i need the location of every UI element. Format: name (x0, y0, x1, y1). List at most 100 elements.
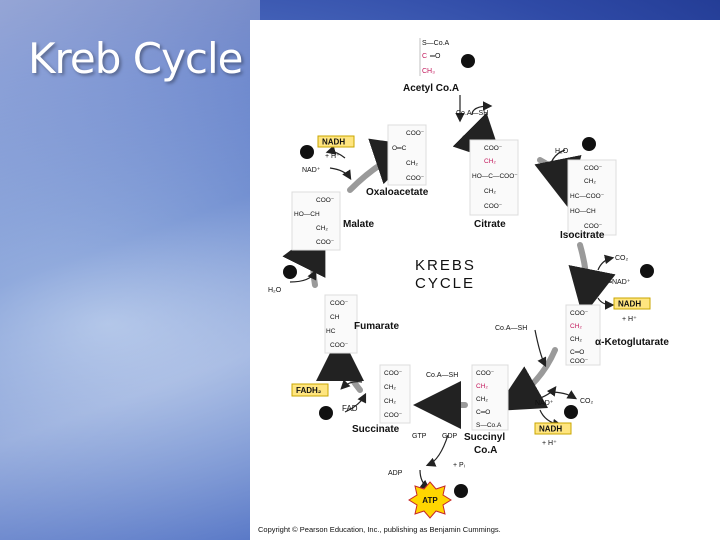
svg-text:COO⁻: COO⁻ (484, 145, 503, 152)
svg-text:CH₂: CH₂ (316, 225, 328, 232)
svg-text:4: 4 (568, 408, 573, 418)
coa-sh-bottom: Co.A—SH (426, 372, 458, 379)
svg-text:CH: CH (330, 314, 340, 321)
nadh-step3-box (613, 297, 651, 310)
succinate-structure: COO⁻ CH₂ CH₂ COO⁻ (379, 364, 411, 424)
fad-in-arrow (344, 392, 367, 413)
svg-text:COO⁻: COO⁻ (570, 310, 589, 317)
cycle-center-line2: CYCLE (415, 275, 475, 292)
svg-text:COO⁻: COO⁻ (330, 300, 349, 307)
h2o-in-arrow-2 (543, 149, 566, 178)
isocitrate-label: Isocitrate (560, 230, 605, 241)
nadh-out-arrow-3 (597, 297, 615, 310)
h-plus-step3: + H⁺ (622, 316, 637, 323)
step-3-badge-right: 3 (640, 264, 654, 278)
svg-text:COO⁻: COO⁻ (484, 203, 503, 210)
oxaloacetate-label: Oxaloacetate (366, 187, 429, 198)
nadh-out-arrow-8 (325, 145, 346, 159)
svg-text:S—Co.A: S—Co.A (422, 40, 450, 47)
svg-text:COO⁻: COO⁻ (406, 175, 425, 182)
svg-text:CH₃: CH₃ (422, 68, 435, 75)
svg-text:CH₂: CH₂ (406, 160, 418, 167)
svg-text:COO⁻: COO⁻ (330, 342, 349, 349)
svg-text:CH₂: CH₂ (384, 384, 396, 391)
malate-structure: COO⁻ HO—CH CH₂ COO⁻ (291, 191, 341, 251)
cycle-arrow-3 (568, 242, 616, 317)
adp-label: ADP (388, 470, 403, 477)
fadh2-out-arrow (340, 379, 363, 390)
gtp-label: GTP (412, 433, 427, 440)
oxaloacetate-structure: COO⁻ O═C CH₂ COO⁻ (387, 124, 427, 186)
svg-text:8: 8 (304, 148, 309, 158)
fadh2-box (291, 383, 329, 397)
fumarate-structure: COO⁻ CH HC COO⁻ (324, 294, 358, 354)
svg-text:3: 3 (644, 267, 649, 277)
svg-text:COO⁻: COO⁻ (584, 223, 603, 230)
svg-text:1: 1 (465, 57, 470, 67)
svg-text:COO⁻: COO⁻ (476, 370, 495, 377)
svg-text:C═O: C═O (570, 349, 584, 356)
step-2-badge: 2 (582, 137, 596, 151)
h-plus-step8: + H⁺ (325, 153, 340, 160)
coa-sh-mid: Co.A—SH (495, 325, 527, 332)
svg-text:S—Co.A: S—Co.A (476, 422, 502, 429)
svg-text:HC: HC (326, 328, 336, 335)
svg-text:CH₂: CH₂ (484, 158, 496, 165)
nad-in-arrow-4 (534, 386, 557, 401)
acetyl-coa-label: Acetyl Co.A (403, 83, 459, 94)
svg-text:COO⁻: COO⁻ (584, 165, 603, 172)
background-sheen (0, 0, 260, 540)
isocitrate-structure: COO⁻ CH₂ HC—COO⁻ HO—CH COO⁻ (567, 159, 617, 236)
cofactor-arrows (289, 95, 615, 490)
h2o-step7: H₂O (268, 287, 282, 294)
copyright-text: Copyright © Pearson Education, Inc., pub… (258, 525, 501, 534)
pi-label: + Pᵢ (453, 462, 465, 469)
step-5-badge: 5 (454, 484, 468, 498)
alpha-ketoglutarate-structure: COO⁻ CH₂ CH₂ C═O COO⁻ (565, 304, 601, 366)
h2o-step2: H₂O (555, 148, 569, 155)
nadh-step3: NADH (618, 300, 641, 309)
citrate-label: Citrate (474, 219, 506, 230)
coa-in-arrow-4 (534, 329, 547, 368)
h-plus-step4: + H⁺ (542, 440, 557, 447)
co2-step3: CO₂ (615, 255, 629, 262)
svg-text:COO⁻: COO⁻ (316, 239, 335, 246)
nad-in-arrow-3 (596, 281, 613, 293)
svg-text:7: 7 (287, 268, 292, 278)
fad-label: FAD (342, 404, 358, 413)
fadh2-label: FADH₂ (296, 386, 322, 395)
coa-sh-top: Co.A—SH (456, 110, 488, 117)
svg-text:COO⁻: COO⁻ (406, 130, 425, 137)
svg-text:O═C: O═C (392, 145, 407, 152)
citrate-structure: COO⁻ CH₂ HO—C—COO⁻ CH₂ COO⁻ (469, 139, 519, 216)
slide-title: Kreb Cycle (28, 34, 244, 83)
svg-text:HO—CH: HO—CH (294, 211, 320, 218)
svg-text:COO⁻: COO⁻ (570, 358, 589, 365)
step-7-badge: 7 (283, 265, 297, 279)
svg-text:CH₂: CH₂ (584, 178, 596, 185)
gdp-arrow (425, 434, 449, 467)
svg-text:2: 2 (586, 140, 591, 150)
nadh-step4: NADH (539, 425, 562, 434)
co2-out-arrow-3 (597, 254, 615, 271)
coa-out-arrow (471, 101, 493, 116)
atp-starburst: ATP (408, 481, 452, 519)
step-8-badge: 8 (300, 145, 314, 159)
svg-text:CH₂: CH₂ (476, 396, 488, 403)
nadh-step4-box (534, 422, 572, 435)
nad-in-arrow-8 (329, 167, 352, 181)
step-6-badge: 6 (319, 406, 333, 420)
svg-text:HO—C—COO⁻: HO—C—COO⁻ (472, 173, 518, 180)
svg-text:CH₂: CH₂ (570, 336, 582, 343)
svg-text:C═O: C═O (476, 409, 490, 416)
svg-text:CH₂: CH₂ (484, 188, 496, 195)
svg-text:COO⁻: COO⁻ (316, 197, 335, 204)
succinyl-coa-structure: COO⁻ CH₂ CH₂ C═O S—Co.A (471, 364, 509, 431)
nadh-step8: NADH (322, 138, 345, 147)
svg-text:HC—COO⁻: HC—COO⁻ (570, 193, 605, 200)
krebs-cycle-diagram: S—Co.A C═O CH₃ 1 Acetyl Co.A Co.A—SH COO… (258, 38, 669, 534)
succinyl-coa-label-2: Co.A (474, 445, 497, 456)
nad-step4: NAD⁺ (535, 400, 554, 407)
nad-step3: NAD⁺ (612, 279, 631, 286)
svg-text:CH₂: CH₂ (476, 383, 488, 390)
